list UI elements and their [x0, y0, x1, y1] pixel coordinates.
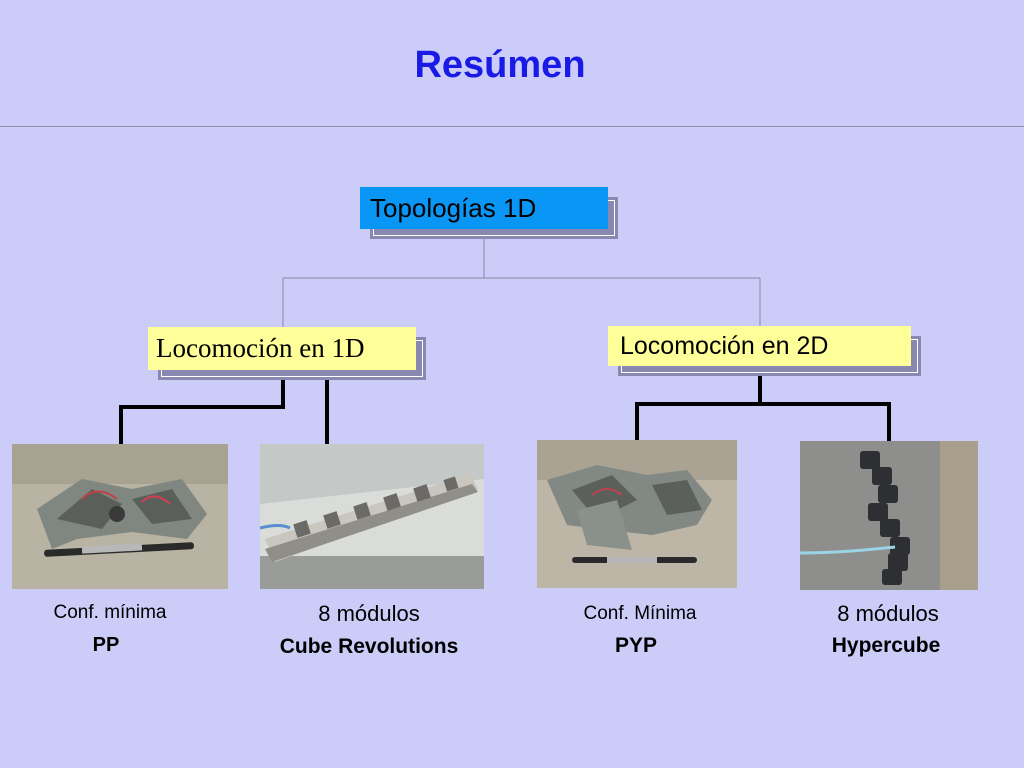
leaf-caption-pyp: Conf. Mínima PYP [545, 603, 735, 658]
root-node: Topologías 1D [360, 187, 608, 229]
robot-photo-pp [12, 444, 228, 589]
branch-node-2d: Locomoción en 2D [608, 326, 911, 366]
leaf-caption-pp-line2: PP [92, 634, 120, 656]
leaf-caption-hypercube-line2: Hypercube [831, 634, 941, 657]
robot-photo-pyp [537, 440, 737, 588]
robot-photo-cube-revolutions [260, 444, 484, 589]
leaf-caption-pyp-line2: PYP [614, 634, 658, 657]
leaf-caption-cube-revolutions: 8 módulos Cube Revolutions [258, 601, 480, 659]
leaf-caption-cube-revolutions-line2: Cube Revolutions [279, 635, 459, 658]
leaf-caption-hypercube-line1: 8 módulos [837, 601, 939, 626]
slide-title: Resúmen [414, 44, 586, 86]
leaf-caption-cube-revolutions-line1: 8 módulos [318, 601, 420, 626]
leaf-caption-pyp-line1: Conf. Mínima [583, 603, 697, 624]
leaf-caption-hypercube: 8 módulos Hypercube [800, 601, 980, 658]
branch-node-1d: Locomoción en 1D [148, 327, 416, 370]
leaf-caption-pp-line1: Conf. mínima [53, 602, 167, 623]
title-divider [0, 126, 1024, 127]
robot-photo-hypercube [800, 441, 978, 590]
branch-node-1d-label: Locomoción en 1D [156, 333, 365, 363]
root-node-label: Topologías 1D [370, 193, 537, 223]
branch-node-2d-label: Locomoción en 2D [620, 332, 829, 360]
leaf-caption-pp: Conf. mínima PP [20, 602, 200, 657]
